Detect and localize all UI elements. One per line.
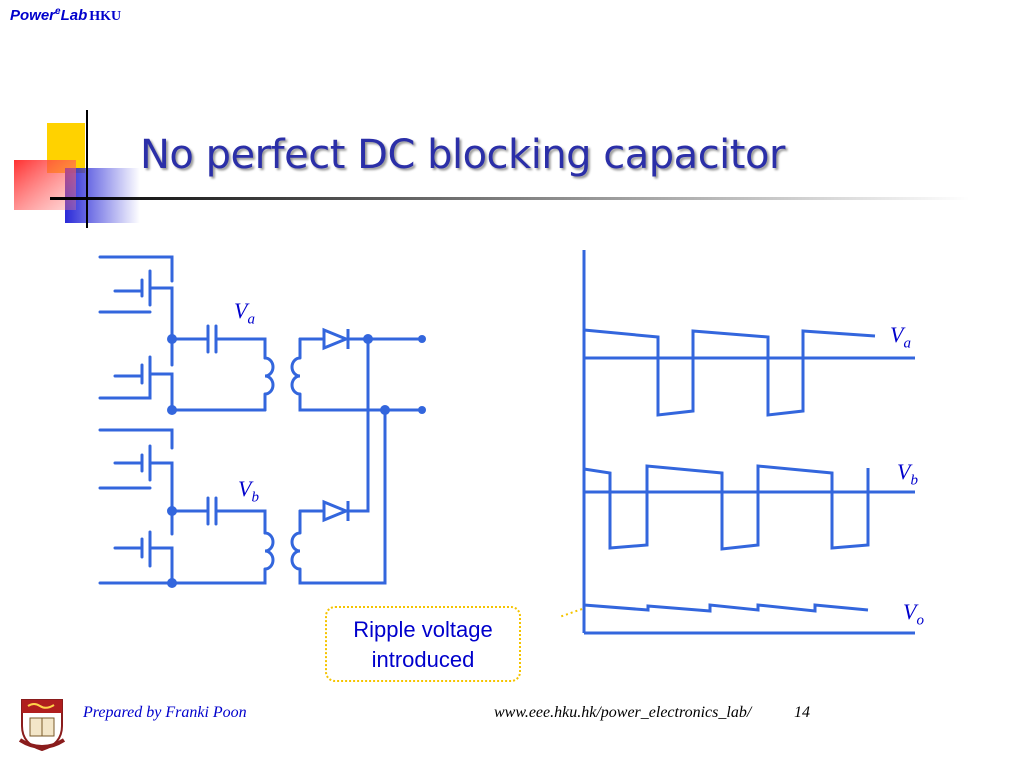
wave-label-va-sub: a [903, 335, 911, 352]
wave-label-vb: Vb [897, 459, 918, 489]
circuit-label-va-sub: a [247, 311, 255, 328]
circuit-label-vb-sub: b [251, 489, 259, 506]
wave-label-vb-sub: b [910, 472, 918, 489]
wave-label-vb-main: V [897, 459, 911, 484]
wave-label-vo-main: V [903, 599, 917, 624]
title-underline [50, 197, 970, 200]
page-number: 14 [794, 704, 810, 721]
callout-line-1: Ripple voltage [353, 617, 493, 642]
circuit-diagram [98, 255, 426, 588]
wave-label-vo: Vo [903, 599, 924, 629]
title-decoration [14, 110, 970, 228]
ripple-callout: Ripple voltage introduced [325, 606, 521, 682]
diode-top [322, 327, 350, 351]
callout-line-2: introduced [371, 647, 475, 672]
circuit-label-vb-main: V [238, 476, 252, 501]
footer-prepared-by: Prepared by Franki Poon [83, 704, 247, 721]
circuit-label-va: Va [234, 298, 255, 328]
blue-square [65, 168, 140, 223]
wave-label-va-main: V [890, 322, 904, 347]
university-crest-logo [18, 699, 66, 752]
page-title: No perfect DC blocking capacitor [140, 132, 785, 178]
diode-bottom [322, 499, 350, 523]
vo-waveform [583, 603, 869, 613]
red-square [14, 160, 76, 210]
callout-leader [560, 608, 583, 618]
vb-waveform [583, 464, 870, 551]
circuit-label-va-main: V [234, 298, 248, 323]
circuit-label-vb: Vb [238, 476, 259, 506]
brand-org: HKU [89, 9, 122, 24]
wave-label-va: Va [890, 322, 911, 352]
wave-label-vo-sub: o [916, 612, 924, 629]
waveform-plot [560, 250, 915, 635]
footer-url: www.eee.hku.hk/power_electronics_lab/ [494, 704, 752, 721]
brand-name: Power [10, 7, 56, 24]
va-waveform [583, 328, 876, 417]
brand-suffix: Lab [60, 7, 88, 24]
brand-superscript: e [55, 6, 61, 17]
